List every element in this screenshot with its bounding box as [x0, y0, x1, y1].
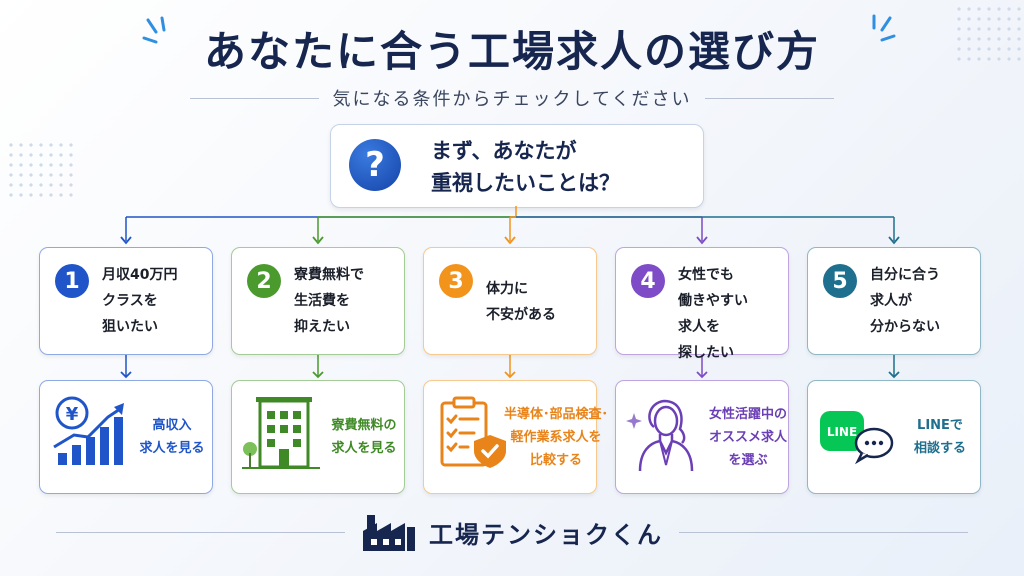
brand-name: 工場テンショクくん — [429, 520, 663, 549]
action-text-line: 求人を見る — [331, 441, 397, 456]
svg-text:¥: ¥ — [66, 404, 79, 425]
option-text-line: 体力に — [486, 281, 528, 297]
brand: 工場テンショクくん — [361, 513, 663, 551]
decor-dots-left — [6, 140, 76, 200]
option-card-5[interactable]: 5 自分に合う求人が分からない — [807, 247, 981, 355]
action-card-3[interactable]: 半導体･部品検査･ 軽作業系求人を比較する — [423, 380, 608, 494]
option-number-badge: 2 — [247, 264, 281, 298]
option-number-badge: 3 — [439, 264, 473, 298]
subtitle-rule-left — [190, 97, 319, 99]
subtitle: 気になる条件からチェックしてください — [332, 89, 692, 110]
question-text: まず、あなたが 重視したいことは？ — [431, 135, 620, 199]
action-text-line: 相談する — [913, 441, 966, 456]
question-line: 重視したいことは？ — [431, 171, 620, 195]
option-card-1[interactable]: 1 月収40万円クラスを狙いたい — [39, 247, 213, 355]
apartment-building-icon — [240, 391, 324, 475]
option-text-line: 分からない — [870, 319, 940, 335]
option-text: 体力に不安がある — [486, 276, 556, 328]
action-text: 半導体･部品検査･ 軽作業系求人を比較する — [504, 381, 608, 493]
option-card-4[interactable]: 4 女性でも働きやすい求人を探したい — [615, 247, 789, 361]
action-text-line: 寮費無料の — [331, 418, 397, 433]
footer: 工場テンショクくん — [56, 512, 968, 552]
action-text-line: オススメ求人 — [709, 429, 788, 445]
option-text: 自分に合う求人が分からない — [870, 262, 940, 340]
option-text-line: 生活費を — [294, 293, 350, 309]
option-text-line: クラスを — [102, 293, 158, 309]
option-text-line: 不安がある — [486, 307, 556, 323]
action-text-line: 高収入 — [152, 418, 192, 433]
option-text-line: 自分に合う — [870, 267, 940, 283]
action-text: 女性活躍中のオススメ求人を選ぶ — [709, 381, 787, 493]
action-text: 寮費無料の求人を見る — [330, 381, 398, 493]
option-text-line: 抑えたい — [294, 319, 350, 335]
action-text-line: 女性活躍中の — [709, 406, 788, 422]
connector-arrowhead — [696, 371, 708, 379]
connector-arrowhead — [312, 236, 324, 245]
action-text: 高収入求人を見る — [138, 381, 206, 493]
factory-icon — [363, 515, 415, 551]
action-card-5[interactable]: LINE LINEで相談する — [807, 380, 981, 494]
action-text-line: 軽作業系求人を — [510, 429, 602, 445]
yen-growth-chart-icon: ¥ — [48, 391, 132, 475]
connector-arrowhead — [312, 371, 324, 379]
connector-arrowhead — [120, 236, 132, 245]
connector-arrowhead — [504, 371, 516, 379]
option-text-line: 求人が — [870, 293, 912, 309]
option-text-line: 求人を — [678, 319, 720, 335]
action-text-line: 求人を見る — [139, 441, 205, 456]
action-text-line: 比較する — [529, 452, 582, 468]
action-card-2[interactable]: 寮費無料の求人を見る — [231, 380, 405, 494]
decor-dots-right — [954, 4, 1024, 64]
line-chat-icon: LINE — [816, 391, 900, 475]
question-box: ? まず、あなたが 重視したいことは？ — [330, 124, 704, 208]
action-text-line: を選ぶ — [728, 452, 768, 468]
footer-rule-left — [56, 531, 345, 533]
option-text-line: 寮費無料で — [294, 267, 364, 283]
option-card-3[interactable]: 3 体力に不安がある — [423, 247, 597, 355]
option-number-badge: 5 — [823, 264, 857, 298]
action-text: LINEで相談する — [906, 381, 974, 493]
action-card-4[interactable]: 女性活躍中のオススメ求人を選ぶ — [615, 380, 789, 494]
connector-arrowhead — [696, 236, 708, 245]
connector-arrowhead — [504, 236, 516, 245]
option-text: 女性でも働きやすい求人を探したい — [678, 262, 748, 366]
connector-arrowhead — [888, 371, 900, 379]
option-text: 月収40万円クラスを狙いたい — [102, 262, 177, 340]
action-card-1[interactable]: ¥ 高収入求人を見る — [39, 380, 213, 494]
question-line: まず、あなたが — [431, 139, 577, 163]
action-text-line: 半導体･部品検査･ — [504, 406, 609, 422]
option-card-2[interactable]: 2 寮費無料で生活費を抑えたい — [231, 247, 405, 355]
footer-rule-right — [679, 531, 968, 533]
question-mark-icon: ? — [349, 139, 401, 191]
sparkle-left-icon — [142, 16, 166, 44]
option-text-line: 働きやすい — [678, 293, 748, 309]
page-title: あなたに合う工場求人の選び方 — [203, 27, 820, 76]
connector-arrowhead — [888, 236, 900, 245]
action-text-line: LINEで — [917, 418, 963, 433]
subtitle-row: 気になる条件からチェックしてください — [190, 86, 835, 110]
sparkle-right-icon — [872, 14, 896, 42]
businesswoman-icon — [624, 391, 708, 475]
option-number-badge: 1 — [55, 264, 89, 298]
option-text-line: 探したい — [678, 345, 734, 361]
connector-arrowhead — [120, 371, 132, 379]
checklist-shield-icon — [432, 391, 516, 475]
option-text-line: 女性でも — [678, 267, 734, 283]
option-number-badge: 4 — [631, 264, 665, 298]
option-text: 寮費無料で生活費を抑えたい — [294, 262, 364, 340]
option-text-line: 狙いたい — [102, 319, 158, 335]
option-text-line: 月収40万円 — [102, 267, 178, 283]
line-logo-text: LINE — [827, 425, 857, 439]
subtitle-rule-right — [705, 97, 835, 99]
